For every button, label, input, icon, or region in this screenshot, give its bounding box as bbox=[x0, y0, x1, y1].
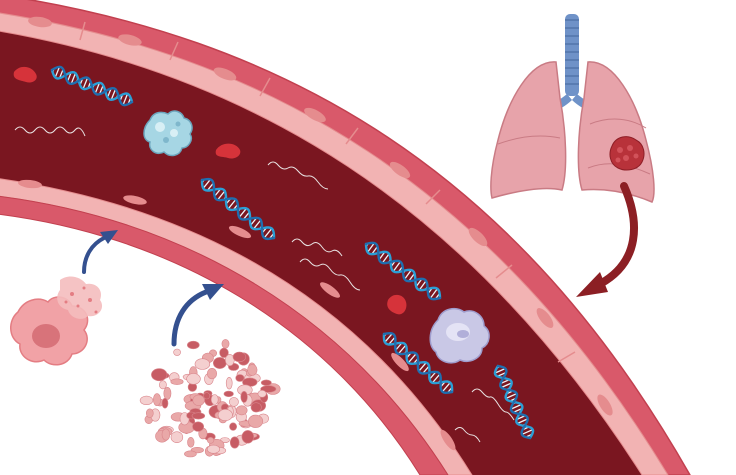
necrotic-fragment bbox=[186, 373, 201, 385]
necrotic-fragment bbox=[248, 414, 264, 428]
necrotic-fragment bbox=[210, 394, 219, 405]
cell-free-dna bbox=[50, 65, 134, 107]
lungs-with-tumor bbox=[490, 14, 655, 203]
necrotic-fragment bbox=[187, 340, 200, 350]
necrotic-fragment bbox=[240, 390, 248, 403]
necrotic-fragment bbox=[232, 351, 247, 363]
necrotic-fragment bbox=[228, 397, 239, 407]
dna-fragments-group bbox=[14, 126, 515, 443]
necrotic-fragment bbox=[229, 436, 240, 449]
necrotic-fragment bbox=[192, 394, 205, 406]
necrotic-fragment bbox=[223, 390, 234, 398]
necrotic-fragment bbox=[213, 357, 227, 369]
necrotic-fragment bbox=[194, 358, 211, 370]
cell-free-dna bbox=[382, 331, 454, 395]
necrotic-fragment bbox=[158, 380, 167, 390]
necrotic-fragment bbox=[247, 364, 258, 376]
necrotic-fragment bbox=[207, 444, 221, 454]
lung-tumor bbox=[609, 136, 645, 171]
red-blood-cell bbox=[387, 294, 407, 315]
left-lung bbox=[490, 61, 567, 199]
necrotic-fragment bbox=[217, 408, 233, 421]
dna-fragment bbox=[299, 258, 361, 291]
endothelial-nuclei-upper bbox=[28, 16, 613, 416]
cell-free-dna-group bbox=[50, 65, 535, 440]
necrotic-fragment bbox=[207, 368, 218, 380]
necrotic-fragment bbox=[241, 430, 255, 444]
dna-fragment bbox=[454, 427, 481, 443]
cell-free-dna bbox=[364, 241, 442, 301]
arrow-necrotic-release bbox=[171, 284, 224, 347]
dna-fragment bbox=[471, 388, 515, 421]
necrotic-fragment bbox=[170, 378, 184, 385]
cell-free-dna bbox=[493, 364, 535, 440]
necrotic-fragment bbox=[250, 402, 262, 413]
apoptotic-tumor-cell bbox=[10, 276, 103, 366]
necrotic-fragment bbox=[151, 368, 168, 382]
necrotic-fragment bbox=[161, 397, 169, 409]
necrotic-fragment bbox=[191, 412, 206, 420]
dna-fragment bbox=[267, 161, 329, 190]
cell-free-dna bbox=[200, 177, 276, 241]
necrotic-fragment bbox=[184, 450, 197, 458]
endothelial-nuclei-lower bbox=[18, 179, 456, 451]
vessel-lower-wall bbox=[0, 195, 449, 475]
necrotic-fragment bbox=[173, 348, 181, 356]
necrotic-fragment bbox=[203, 392, 211, 400]
necrotic-fragment bbox=[163, 386, 172, 400]
white-blood-cell bbox=[429, 307, 490, 364]
necrotic-fragment bbox=[235, 374, 245, 382]
necrotic-fragment bbox=[187, 436, 195, 448]
necrotic-fragment bbox=[170, 431, 184, 444]
endothelium-upper bbox=[0, 12, 669, 475]
red-blood-cell bbox=[215, 143, 241, 159]
necrotic-fragment bbox=[192, 421, 204, 432]
necrotic-fragment bbox=[139, 395, 154, 406]
necrotic-fragment bbox=[153, 393, 162, 406]
curved-arrow-lung-to-vessel bbox=[576, 182, 638, 297]
red-blood-cell bbox=[13, 66, 37, 83]
dna-fragment bbox=[14, 126, 86, 137]
necrotic-fragment bbox=[260, 379, 272, 386]
endothelial-boundaries-upper bbox=[79, 21, 576, 363]
dna-fragment bbox=[291, 238, 343, 257]
necrotic-fragment bbox=[229, 422, 237, 431]
red-blood-cells bbox=[13, 66, 407, 315]
necrotic-fragment bbox=[161, 428, 171, 441]
necrotic-fragment bbox=[221, 339, 230, 349]
arrow-apoptotic-release bbox=[82, 230, 118, 274]
necrotic-fragment bbox=[235, 405, 248, 416]
circulating-tumor-cell bbox=[143, 110, 193, 157]
necrotic-fragment bbox=[146, 408, 154, 419]
necrotic-fragment bbox=[207, 436, 215, 444]
necrotic-fragment bbox=[257, 389, 267, 398]
necrotic-tumor-cell bbox=[139, 339, 281, 458]
necrotic-fragment bbox=[225, 377, 233, 390]
